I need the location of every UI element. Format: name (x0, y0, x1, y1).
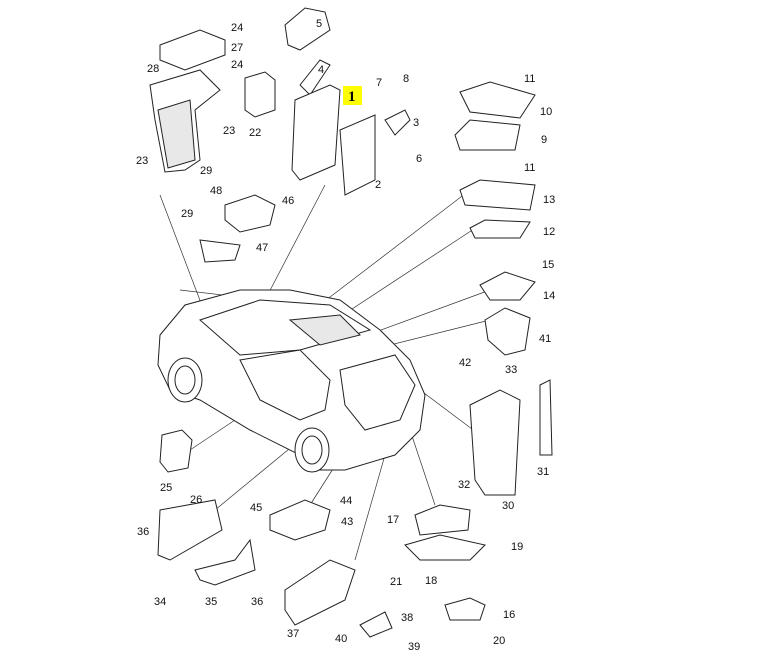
parts (149, 7, 553, 638)
callout-2[interactable]: 2 (375, 179, 381, 191)
callout-13[interactable]: 13 (543, 194, 555, 206)
callout-highlighted[interactable]: 1 (348, 89, 356, 105)
callout-43[interactable]: 43 (341, 516, 353, 528)
callout-15[interactable]: 15 (542, 259, 554, 271)
callout-28[interactable]: 28 (147, 63, 159, 75)
callout-26[interactable]: 26 (190, 494, 202, 506)
part-31 (539, 379, 553, 456)
callout-36[interactable]: 36 (137, 526, 149, 538)
callout-39[interactable]: 39 (408, 641, 420, 653)
callout-29[interactable]: 29 (181, 208, 193, 220)
callout-5[interactable]: 5 (316, 18, 322, 30)
callout-9[interactable]: 9 (541, 134, 547, 146)
callout-11[interactable]: 11 (524, 162, 535, 174)
part-30 (469, 389, 521, 496)
part-16 (444, 597, 486, 621)
vehicle-outline (157, 289, 426, 473)
part-17 (414, 504, 471, 536)
callout-6[interactable]: 6 (416, 153, 422, 165)
callout-19[interactable]: 19 (511, 541, 523, 553)
part-1 (291, 84, 341, 181)
callout-20[interactable]: 20 (493, 635, 505, 647)
callout-29[interactable]: 29 (200, 165, 212, 177)
callout-7[interactable]: 7 (376, 77, 382, 89)
callout-32[interactable]: 32 (458, 479, 470, 491)
part-28-grid (157, 99, 196, 169)
callout-11[interactable]: 11 (524, 73, 535, 85)
callout-44[interactable]: 44 (340, 495, 352, 507)
callout-36[interactable]: 36 (251, 596, 263, 608)
part-35 (194, 538, 256, 586)
callout-24[interactable]: 24 (231, 59, 243, 71)
part-43 (269, 499, 331, 541)
callout-33[interactable]: 33 (505, 364, 517, 376)
part-27 (159, 29, 226, 71)
callout-46[interactable]: 46 (282, 195, 294, 207)
part-22 (244, 71, 276, 118)
callout-10[interactable]: 10 (540, 106, 552, 118)
part-46 (224, 194, 276, 233)
callout-12[interactable]: 12 (543, 226, 555, 238)
part-3 (384, 109, 411, 136)
part-9 (454, 119, 521, 151)
callout-4[interactable]: 4 (318, 64, 324, 76)
callout-23[interactable]: 23 (223, 125, 235, 137)
part-38 (359, 611, 393, 638)
part-37 (284, 559, 356, 626)
callout-3[interactable]: 3 (413, 117, 419, 129)
callout-42[interactable]: 42 (459, 357, 471, 369)
part-47 (199, 239, 241, 263)
callout-37[interactable]: 37 (287, 628, 299, 640)
callout-47[interactable]: 47 (256, 242, 268, 254)
callout-27[interactable]: 27 (231, 42, 243, 54)
callout-24[interactable]: 24 (231, 22, 243, 34)
part-5 (284, 7, 331, 51)
callout-21[interactable]: 21 (390, 576, 402, 588)
part-14 (479, 271, 536, 301)
callout-31[interactable]: 31 (537, 466, 549, 478)
callout-38[interactable]: 38 (401, 612, 413, 624)
part-25 (159, 429, 193, 473)
callout-14[interactable]: 14 (543, 290, 555, 302)
callout-8[interactable]: 8 (403, 73, 409, 85)
callout-16[interactable]: 16 (503, 609, 515, 621)
part-4 (299, 59, 331, 96)
part-18 (404, 534, 486, 561)
highlight-box (343, 86, 362, 105)
callout-17[interactable]: 17 (387, 514, 399, 526)
callout-30[interactable]: 30 (502, 500, 514, 512)
callout-34[interactable]: 34 (154, 596, 166, 608)
callout-25[interactable]: 25 (160, 482, 172, 494)
callout-18[interactable]: 18 (425, 575, 437, 587)
callout-22[interactable]: 22 (249, 127, 261, 139)
callout-35[interactable]: 35 (205, 596, 217, 608)
part-12 (469, 219, 531, 239)
part-34 (157, 499, 223, 561)
callout-48[interactable]: 48 (210, 185, 222, 197)
callout-40[interactable]: 40 (335, 633, 347, 645)
callout-41[interactable]: 41 (539, 333, 551, 345)
part-10 (459, 81, 536, 119)
part-13 (459, 179, 536, 211)
part-41 (484, 307, 531, 356)
callout-23[interactable]: 23 (136, 155, 148, 167)
callout-45[interactable]: 45 (250, 502, 262, 514)
part-2 (339, 114, 376, 196)
